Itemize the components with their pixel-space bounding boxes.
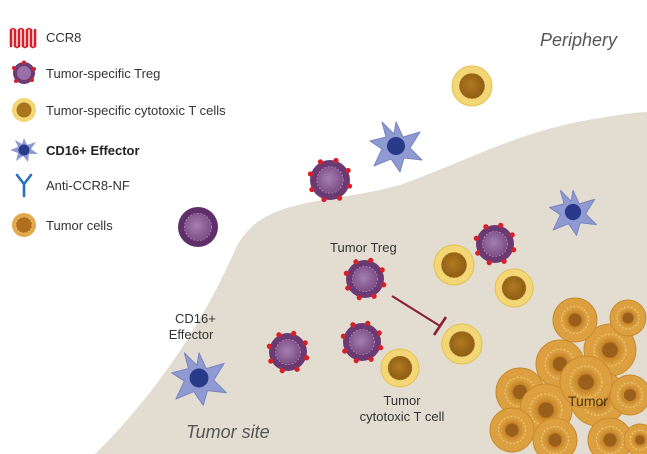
- legend-item-ccr8: CCR8: [8, 24, 81, 50]
- legend-label: Tumor-specific cytotoxic T cells: [46, 102, 226, 118]
- cell-layer: [171, 65, 597, 406]
- tumor-cell: [609, 299, 647, 337]
- cytotoxic-t-cell: [433, 244, 475, 286]
- legend-item-antibody: Anti-CCR8-NF: [8, 172, 130, 198]
- tumor-treg-label: Tumor Treg: [330, 240, 397, 255]
- legend-item-tumor-cells: Tumor cells: [8, 212, 113, 238]
- treg-cell: [307, 157, 353, 203]
- tumor-cell: [489, 407, 535, 453]
- legend-label: CCR8: [46, 29, 82, 45]
- cytotoxic-t-cell: [380, 348, 420, 388]
- legend-item-cd16-effector: CD16+ Effector: [8, 137, 140, 163]
- tumor-cell: [552, 297, 598, 343]
- legend-label: Tumor cells: [46, 217, 113, 233]
- tumor-ctl-annotation: Tumor cytotoxic T cell: [350, 393, 454, 425]
- tumor-ctl-line2: cytotoxic T cell: [359, 409, 445, 424]
- treg-cell-icon: [8, 60, 40, 86]
- tumor-ctl-line1: Tumor: [383, 393, 421, 408]
- tumor-cell: [532, 417, 578, 454]
- tumor-cell: [623, 423, 647, 454]
- legend-label: CD16+ Effector: [46, 142, 140, 158]
- tumor-cell: [559, 355, 613, 409]
- inhibition-arrow: [391, 295, 448, 336]
- cd16-effector-cell: [549, 189, 597, 236]
- cd16-effector-icon: [8, 137, 40, 163]
- legend-label: Tumor-specific Treg: [46, 65, 161, 81]
- treg-cell: [473, 222, 517, 266]
- tumor-cell: [609, 374, 647, 416]
- periphery-label: Periphery: [540, 30, 618, 50]
- cytotoxic-t-cell: [451, 65, 493, 107]
- treg-cell: [343, 257, 387, 301]
- cd16-effector-cell: [369, 121, 423, 173]
- tumor-label: Tumor: [568, 393, 608, 409]
- treg-cell: [178, 207, 218, 247]
- cytotoxic-t-cell-icon: [8, 97, 40, 123]
- legend-item-cytotoxic-t: Tumor-specific cytotoxic T cells: [8, 97, 226, 123]
- cd16-effector-cell: [171, 352, 227, 406]
- antibody-icon: [8, 172, 40, 198]
- tumor-cell: [587, 417, 633, 454]
- cd16-effector-line2: Effector: [168, 327, 214, 342]
- cd16-effector-line1: CD16+: [175, 311, 216, 326]
- tumor-cell-icon: [8, 212, 40, 238]
- legend-label: Anti-CCR8-NF: [46, 177, 130, 193]
- legend-item-treg: Tumor-specific Treg: [8, 60, 160, 86]
- cd16-effector-annotation: CD16+ Effector: [169, 311, 216, 343]
- ccr8-receptor-icon: [8, 24, 40, 50]
- treg-cell: [340, 320, 384, 364]
- tumor-mass: [489, 297, 647, 454]
- tumor-site-label: Tumor site: [186, 422, 270, 442]
- cytotoxic-t-cell: [494, 268, 534, 308]
- cytotoxic-t-cell: [441, 323, 483, 365]
- treg-cell: [266, 330, 310, 374]
